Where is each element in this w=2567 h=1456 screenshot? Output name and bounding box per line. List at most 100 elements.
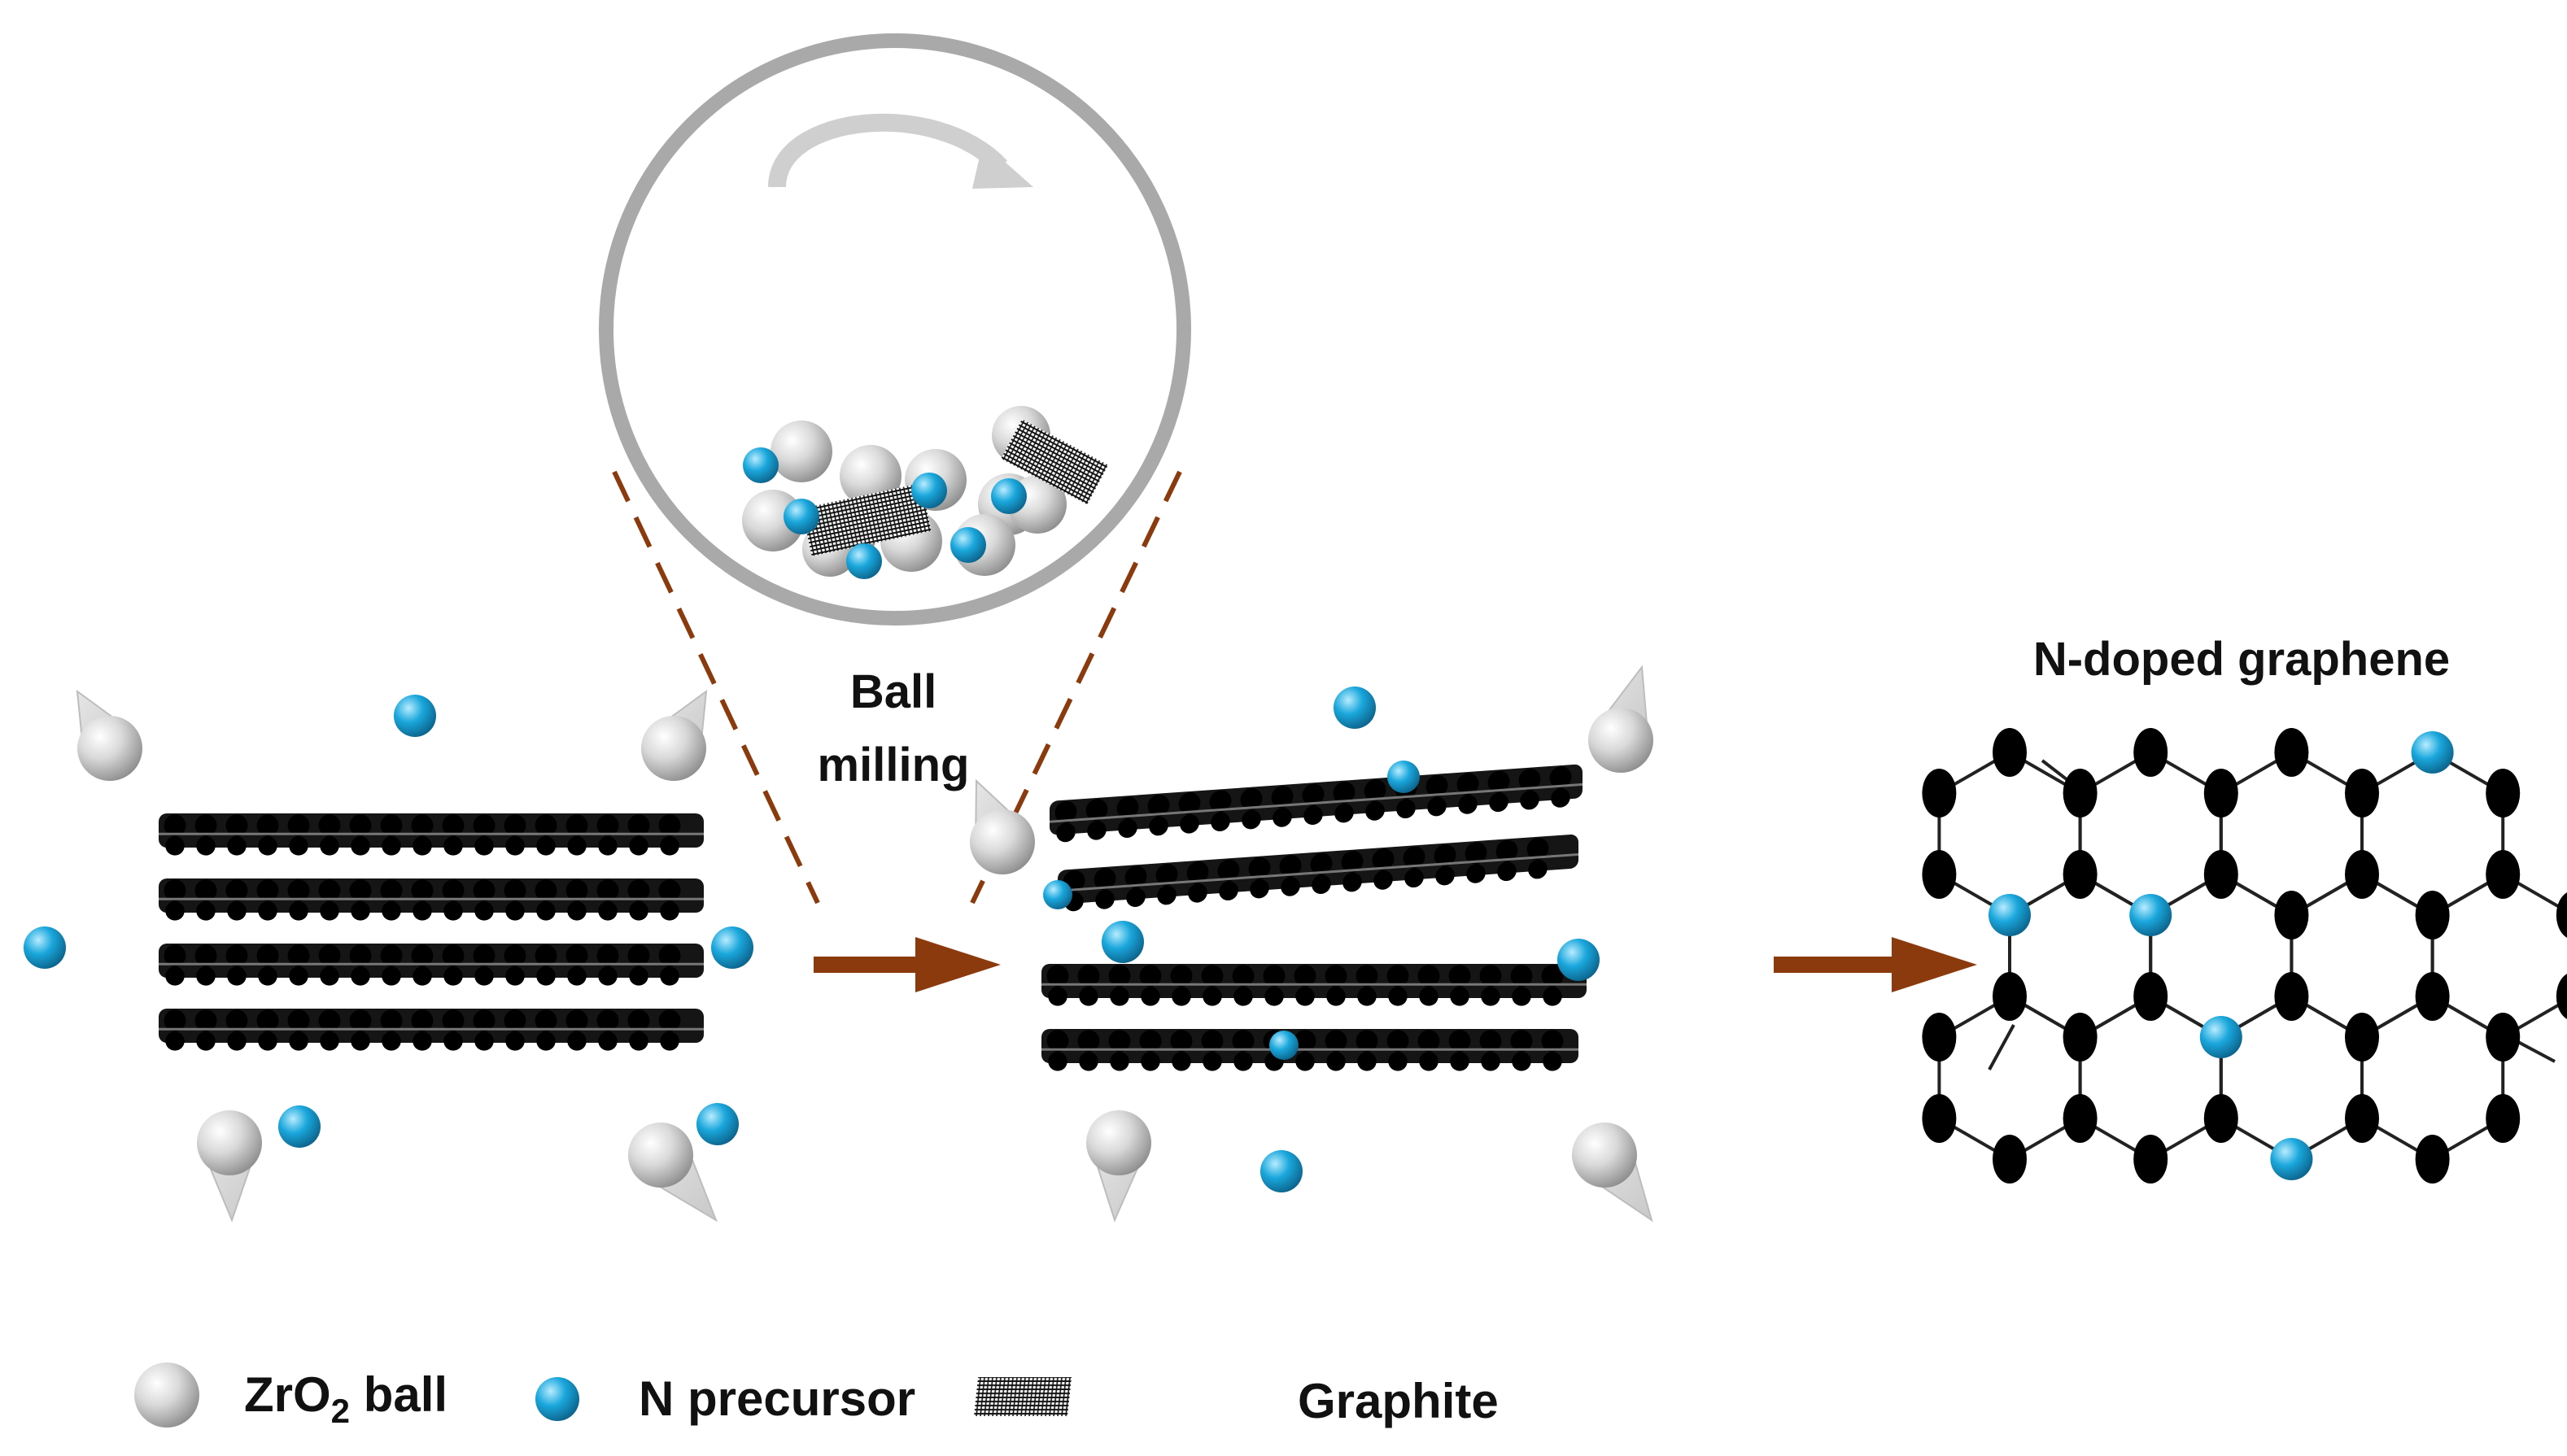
carbon-atom [1233,1052,1253,1071]
carbon-atom [1139,965,1162,987]
carbon-atom [1520,790,1539,810]
carbon-atom [227,836,247,856]
carbon-atom [1356,965,1378,987]
carbon-atom [535,1009,557,1032]
carbon-atom [1209,790,1232,813]
carbon-atom [196,901,216,921]
carbon-atom [1248,857,1271,879]
carbon-atom [2063,1013,2098,1061]
carbon-atom [194,814,217,837]
carbon-atom [1450,1052,1469,1071]
arrow-2 [1774,937,1977,992]
carbon-atom [2063,769,2098,817]
carbon-atom [1186,861,1209,884]
carbon-atom [1110,987,1129,1006]
carbon-atom [1170,965,1193,987]
nitrogen-atom [2129,894,2172,936]
carbon-atom [1435,865,1455,886]
carbon-atom [320,1031,339,1051]
carbon-atom [660,836,679,856]
carbon-atom [473,944,496,967]
legend-graphite-label: Graphite [1298,1374,1499,1428]
carbon-atom [380,814,403,837]
n-precursor-particle [991,478,1027,514]
carbon-atom [287,814,310,837]
carbon-atom [1110,1052,1129,1071]
carbon-atom [1448,965,1471,987]
carbon-atom [196,1031,216,1051]
carbon-atom [256,944,279,967]
carbon-atom [164,879,186,902]
carbon-atom [411,879,434,902]
carbon-atom [165,901,185,921]
carbon-atom [382,966,401,986]
carbon-atom [351,966,370,986]
carbon-atom [474,901,494,921]
carbon-atom [380,879,403,902]
carbon-atom [567,966,587,986]
carbon-atom [1479,1030,1502,1053]
carbon-atom [473,1009,496,1032]
carbon-atom [1149,816,1168,836]
carbon-atom [1458,795,1478,814]
rotation-arrow [768,113,1008,188]
carbon-atom [1434,844,1456,866]
carbon-atom [1108,965,1131,987]
carbon-atom [1079,987,1098,1006]
carbon-atom [1294,965,1316,987]
arrow-1 [814,937,1001,992]
carbon-atom [2203,1094,2238,1143]
carbon-atom [1077,965,1100,987]
carbon-atom [1155,863,1178,886]
n-precursor-particle [696,1103,739,1145]
carbon-atom [629,1031,648,1051]
carbon-atom [1549,766,1572,789]
zro2-ball [970,809,1035,874]
zoom-line-left [612,470,820,905]
carbon-atom [1543,1052,1562,1071]
carbon-atom [1147,794,1170,817]
carbon-atom [567,1031,587,1051]
carbon-atom [1281,877,1300,896]
carbon-atom [1079,1052,1098,1071]
carbon-atom [1386,965,1409,987]
carbon-atom [505,901,525,921]
carbon-atom [442,1009,465,1032]
carbon-atom [1325,965,1347,987]
n-precursor-particle [1260,1150,1303,1192]
carbon-atom [505,1031,525,1051]
carbon-atom [442,879,465,902]
n-precursor-particle [1269,1031,1299,1060]
carbon-atom [1326,1052,1346,1071]
zro2-ball [197,1110,262,1175]
carbon-atom [598,966,618,986]
zro2-ball [771,421,832,482]
carbon-atom [1993,972,2027,1021]
zro2-ball [1572,1123,1637,1188]
carbon-atom [1528,859,1548,879]
carbon-atom [349,944,372,967]
graphene-sheet [1058,834,1578,912]
carbon-atom [1326,987,1346,1006]
carbon-atom [565,814,588,837]
carbon-atom [1365,801,1385,821]
graphite-stack-start [159,813,704,1051]
carbon-atom [505,966,525,986]
n-precursor-particle [846,543,882,579]
carbon-atom [1250,878,1269,899]
carbon-atom [164,814,186,837]
n-precursor-particle [1387,761,1420,793]
carbon-atom [1232,1030,1255,1053]
carbon-atom [443,901,463,921]
carbon-atom [2274,972,2309,1021]
carbon-atom [2415,1135,2450,1184]
carbon-atom [1495,839,1518,862]
zro2-ball [1086,1110,1151,1175]
legend-zro2-ball-icon [134,1362,199,1428]
carbon-atom [1450,987,1469,1006]
carbon-atom [225,944,248,967]
carbon-atom [1056,822,1076,843]
carbon-atom [1357,987,1377,1006]
n-precursor-particle [1102,921,1144,963]
n-precursor-particle [743,447,779,483]
